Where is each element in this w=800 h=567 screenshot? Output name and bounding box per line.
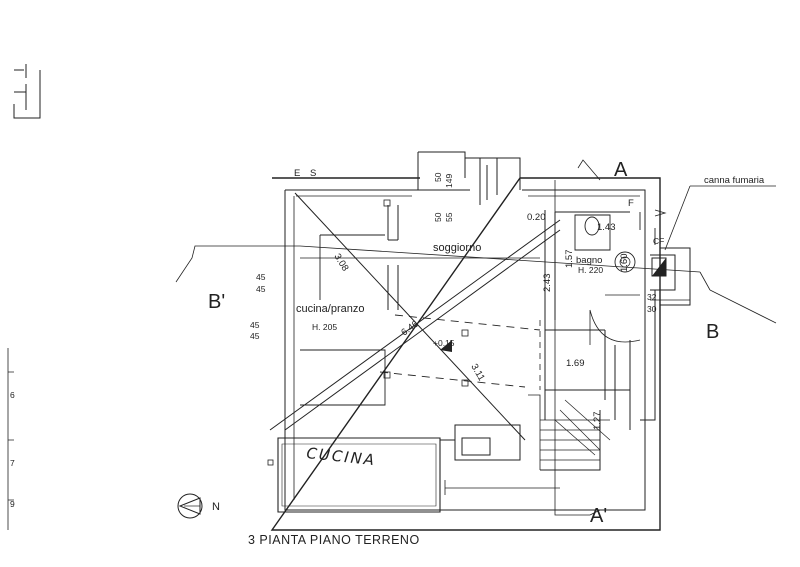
dim-50b: 50 [433,212,443,222]
dim-30: 30 [647,304,657,314]
corner-label-f: F [628,198,634,209]
label-canna-fumaria: canna fumaria [704,175,765,186]
dim-149: 149 [444,174,454,188]
dim-45-c: 45 [250,320,260,330]
room-label-cucina-pranzo: cucina/pranzo [296,303,365,315]
section-label-b-prime: B' [208,291,225,313]
scale-mark-9: 9 [10,499,15,509]
dim-55: 55 [444,212,454,222]
scale-mark-6: 6 [10,390,15,400]
corner-label-e: E [294,168,300,179]
dim-45-d: 45 [250,331,260,341]
drawing-caption: 3 PIANTA PIANO TERRENO [248,533,420,547]
room-height-cucina-pranzo: H. 205 [312,322,337,332]
dim-2-43: 2.43 [542,274,553,293]
plan-linework [7,64,777,531]
dim-32: 32 [647,292,657,302]
handwritten-note: CUCINA [306,444,377,469]
dim-50: 50 [433,172,443,182]
room-label-soggiorno: soggiorno [433,242,481,254]
dim-6-46: 6.46 [399,319,420,339]
room-height-bagno: H. 220 [578,265,603,275]
dim-45-a: 45 [256,272,266,282]
section-label-a: A [614,159,628,181]
label-cf: CF [653,236,664,246]
corner-label-s: S [310,168,316,179]
level-plus-0-15: +0.15 [433,338,455,348]
dim-1-43: 1.43 [597,222,616,233]
dim-3-08: 3.08 [331,252,350,274]
dim-1-60: 1.60 [619,254,630,273]
dim-3-11: 3.11 [468,362,486,383]
dim-1-69: 1.69 [566,358,585,369]
dim-1-57: 1.57 [564,250,575,269]
north-arrow-icon [177,493,203,519]
chimney-flue-icon [651,257,667,277]
dim-0-20: 0.20 [527,212,546,223]
scale-mark-7: 7 [10,458,15,468]
north-label: N [212,501,220,513]
dim-1-27: 1.27 [592,412,603,431]
dim-45-b: 45 [256,284,266,294]
room-label-bagno: bagno [576,255,602,266]
section-label-a-prime: A' [590,505,607,527]
level-marker-icon [440,340,452,352]
section-label-b: B [706,321,719,343]
